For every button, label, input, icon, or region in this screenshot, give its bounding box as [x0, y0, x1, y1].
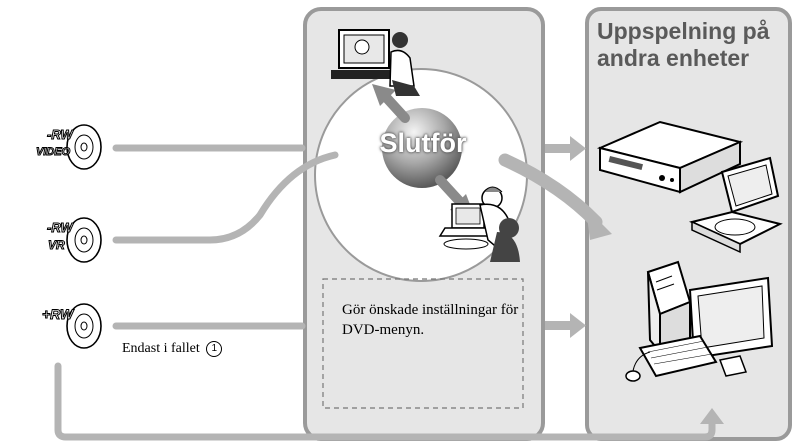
plus-rw-note-text: Endast i fallet: [122, 341, 200, 356]
dvd-player-icon: [596, 120, 744, 194]
flow-line-rw-vr: [112, 151, 339, 244]
finalize-sphere-icon: [382, 108, 462, 188]
curved-arrow-icon: [586, 208, 612, 240]
flow-lines: [54, 144, 716, 441]
straight-arrows: [545, 136, 586, 338]
disc-icon: [66, 124, 102, 170]
dvd-menu-note: Gör önskade inställningar för DVD-menyn.: [342, 302, 519, 338]
arrow-up-left-icon: [379, 90, 410, 123]
desktop-computer-icon: [625, 260, 774, 382]
finalize-label: Slutför: [379, 128, 467, 158]
plus-rw-note: Endast i fallet 1: [122, 341, 223, 357]
arrow-down-right-icon: [435, 175, 467, 209]
laptop-viewer-illustration: [438, 186, 520, 262]
disc-label-rw-vr-top: -RW: [47, 220, 74, 236]
step-reference-icon: 1: [206, 341, 223, 357]
dvd-menu-note-box: [322, 278, 524, 409]
disc-label-rw-video-bottom: VIDEO: [35, 146, 71, 159]
disc-icon: [66, 303, 102, 349]
disc-label-rw-vr-bottom: VR: [48, 238, 66, 253]
disc-icon: [66, 217, 102, 263]
disc-label-plus-rw: +RW: [41, 306, 74, 323]
portable-dvd-player-icon: [688, 156, 783, 254]
disc-label-rw-video-top: -RW: [47, 127, 74, 143]
tv-viewer-illustration: [331, 29, 420, 96]
flow-line-bypass: [54, 362, 716, 441]
bypass-arrow-icon: [700, 408, 724, 424]
other-devices-title: Uppspelning på andra enheter: [597, 18, 770, 71]
